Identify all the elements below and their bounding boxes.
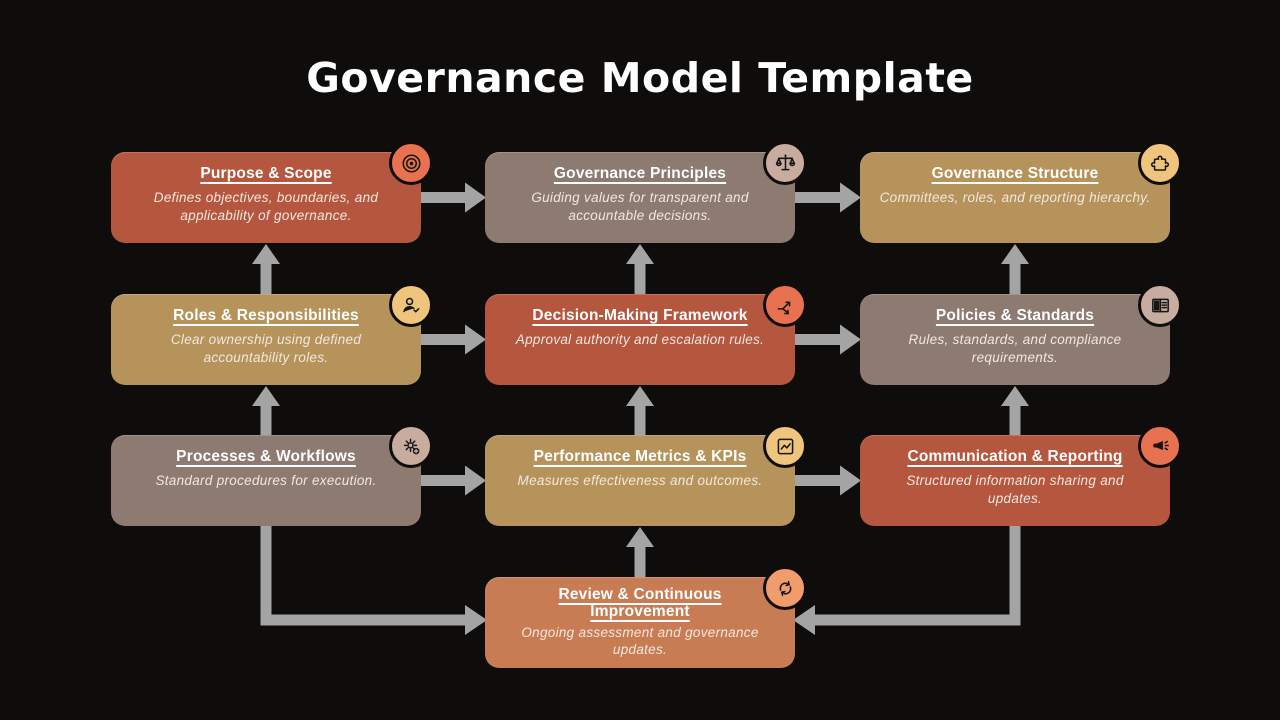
card-policies-standards: Policies & Standards Rules, standards, a…	[860, 283, 1182, 385]
card-title: Purpose & Scope	[200, 165, 332, 182]
book-icon	[1138, 283, 1182, 327]
gear-plus-icon	[389, 424, 433, 468]
card-communication-reporting: Communication & Reporting Structured inf…	[860, 424, 1182, 526]
card-title: Performance Metrics & KPIs	[533, 448, 747, 465]
card-title: Review & Continuous Improvement	[558, 586, 722, 621]
card-description: Structured information sharing and updat…	[906, 473, 1124, 506]
card-description: Ongoing assessment and governance update…	[521, 624, 759, 657]
card-roles-responsibilities: Roles & Responsibilities Clear ownership…	[111, 283, 433, 385]
card-processes-workflows: Processes & Workflows Standard procedure…	[111, 424, 433, 526]
refresh-icon	[763, 566, 807, 610]
card-description: Committees, roles, and reporting hierarc…	[879, 190, 1151, 206]
card-purpose-scope: Purpose & Scope Defines objectives, boun…	[111, 141, 433, 243]
card-performance-metrics-kpis: Performance Metrics & KPIs Measures effe…	[485, 424, 807, 526]
card-title: Communication & Reporting	[907, 448, 1123, 465]
puzzle-icon	[1138, 141, 1182, 185]
person-check-icon	[389, 283, 433, 327]
card-title: Governance Structure	[931, 165, 1099, 182]
card-title: Decision-Making Framework	[532, 307, 748, 324]
card-description: Clear ownership using defined accountabi…	[170, 332, 362, 365]
card-description: Defines objectives, boundaries, and appl…	[153, 190, 379, 223]
card-description: Approval authority and escalation rules.	[515, 332, 765, 348]
card-description: Measures effectiveness and outcomes.	[517, 473, 763, 489]
card-decision-making-framework: Decision-Making Framework Approval autho…	[485, 283, 807, 385]
card-title: Policies & Standards	[935, 307, 1095, 324]
card-title: Governance Principles	[553, 165, 727, 182]
slide-title: Governance Model Template	[306, 54, 974, 102]
card-title: Roles & Responsibilities	[173, 307, 359, 324]
card-governance-structure: Governance Structure Committees, roles, …	[860, 141, 1182, 243]
target-icon	[389, 141, 433, 185]
line-chart-icon	[763, 424, 807, 468]
split-arrows-icon	[763, 283, 807, 327]
card-review-continuous-improvement: Review & Continuous Improvement Ongoing …	[485, 566, 807, 668]
card-description: Rules, standards, and compliance require…	[908, 332, 1122, 365]
scales-icon	[763, 141, 807, 185]
card-description: Guiding values for transparent and accou…	[531, 190, 749, 223]
card-description: Standard procedures for execution.	[155, 473, 377, 489]
megaphone-icon	[1138, 424, 1182, 468]
card-title: Processes & Workflows	[176, 448, 356, 465]
card-governance-principles: Governance Principles Guiding values for…	[485, 141, 807, 243]
